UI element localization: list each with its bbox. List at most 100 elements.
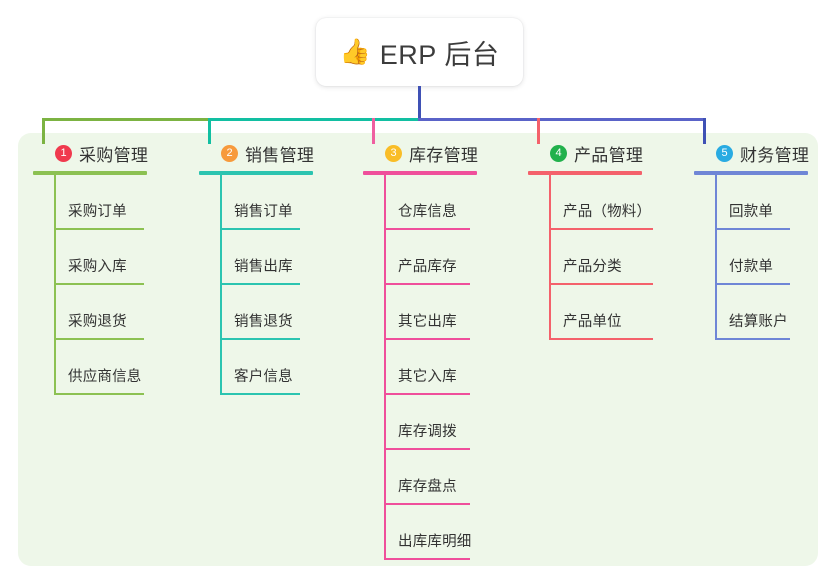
column-badge-1: 1 (55, 144, 72, 162)
menu-item-label: 客户信息 (234, 369, 293, 385)
menu-item-label: 采购入库 (68, 259, 127, 275)
column-header-3[interactable]: 3 库存管理 (363, 140, 479, 166)
menu-item[interactable]: 结算账户 (694, 285, 808, 340)
column-header-rule-5 (694, 171, 808, 175)
menu-item-rule (384, 393, 470, 395)
column-header-rule-3 (363, 171, 477, 175)
menu-item-label: 销售出库 (234, 259, 293, 275)
column-items-5: 回款单付款单结算账户 (694, 175, 808, 340)
menu-item[interactable]: 销售退货 (199, 285, 313, 340)
menu-item[interactable]: 采购入库 (33, 230, 147, 285)
bus-segment-teal (208, 118, 421, 121)
menu-item-label: 其它入库 (398, 369, 457, 385)
menu-item-rule (220, 338, 300, 340)
column-badge-4: 4 (550, 144, 567, 162)
column-spine-2 (220, 175, 222, 395)
column-3: 3 库存管理仓库信息产品库存其它出库其它入库库存调拨库存盘点出库库明细 (363, 140, 479, 560)
menu-item[interactable]: 供应商信息 (33, 340, 147, 395)
menu-item-rule (384, 283, 470, 285)
column-header-5[interactable]: 5 财务管理 (694, 140, 810, 166)
menu-item[interactable]: 产品库存 (363, 230, 477, 285)
column-5: 5 财务管理回款单付款单结算账户 (694, 140, 810, 340)
connector-drop-3 (372, 118, 375, 144)
column-spine-5 (715, 175, 717, 340)
connector-drop-1 (42, 118, 45, 144)
menu-item-label: 采购退货 (68, 314, 127, 330)
menu-item[interactable]: 产品（物料） (528, 175, 653, 230)
menu-item[interactable]: 回款单 (694, 175, 808, 230)
menu-item-label: 采购订单 (68, 204, 127, 220)
menu-item-label: 库存盘点 (398, 479, 457, 495)
column-2: 2 销售管理销售订单销售出库销售退货客户信息 (199, 140, 315, 395)
menu-item[interactable]: 付款单 (694, 230, 808, 285)
column-header-rule-2 (199, 171, 313, 175)
menu-item-label: 产品分类 (563, 259, 622, 275)
column-title-3: 库存管理 (409, 145, 479, 165)
column-title-2: 销售管理 (245, 145, 315, 165)
menu-item-rule (220, 283, 300, 285)
menu-item-rule (54, 338, 144, 340)
menu-item[interactable]: 采购退货 (33, 285, 147, 340)
column-title-4: 产品管理 (574, 145, 644, 165)
root-stem (418, 86, 421, 121)
menu-item-rule (549, 338, 653, 340)
column-spine-4 (549, 175, 551, 340)
diagram-panel (18, 133, 818, 566)
menu-item[interactable]: 产品单位 (528, 285, 653, 340)
column-badge-3: 3 (385, 144, 402, 162)
menu-item-rule (384, 338, 470, 340)
menu-item-rule (549, 283, 653, 285)
column-header-2[interactable]: 2 销售管理 (199, 140, 315, 166)
connector-drop-2 (208, 118, 211, 144)
column-header-4[interactable]: 4 产品管理 (528, 140, 653, 166)
menu-item-label: 仓库信息 (398, 204, 457, 220)
column-1: 1 采购管理采购订单采购入库采购退货供应商信息 (33, 140, 149, 395)
menu-item-rule (54, 228, 144, 230)
connector-drop-5 (703, 118, 706, 144)
menu-item[interactable]: 采购订单 (33, 175, 147, 230)
menu-item[interactable]: 其它入库 (363, 340, 477, 395)
menu-item-label: 产品（物料） (563, 204, 652, 220)
menu-item-rule (715, 228, 790, 230)
column-header-rule-4 (528, 171, 642, 175)
menu-item-rule (384, 448, 470, 450)
menu-item-label: 库存调拨 (398, 424, 457, 440)
column-4: 4 产品管理产品（物料） 产品分类产品单位 (528, 140, 653, 340)
column-badge-5: 5 (716, 144, 733, 162)
column-header-1[interactable]: 1 采购管理 (33, 140, 149, 166)
menu-item-label: 销售订单 (234, 204, 293, 220)
menu-item-rule (384, 228, 470, 230)
menu-item-label: 销售退货 (234, 314, 293, 330)
menu-item-label: 回款单 (729, 204, 774, 220)
menu-item[interactable]: 产品分类 (528, 230, 653, 285)
menu-item[interactable]: 仓库信息 (363, 175, 477, 230)
menu-item-rule (715, 283, 790, 285)
menu-item-rule (384, 558, 470, 560)
root-node[interactable]: 👍 ERP 后台 (316, 18, 523, 86)
menu-item-rule (715, 338, 790, 340)
column-items-1: 采购订单采购入库采购退货供应商信息 (33, 175, 147, 395)
menu-item[interactable]: 库存盘点 (363, 450, 477, 505)
menu-item[interactable]: 其它出库 (363, 285, 477, 340)
root-title: ERP 后台 (379, 39, 500, 70)
bus-segment-blue (418, 118, 706, 121)
thumbs-up-icon: 👍 (339, 37, 371, 66)
connector-drop-4 (537, 118, 540, 144)
menu-item-label: 供应商信息 (68, 369, 142, 385)
menu-item[interactable]: 销售订单 (199, 175, 313, 230)
menu-item[interactable]: 客户信息 (199, 340, 313, 395)
column-title-1: 采购管理 (79, 145, 149, 165)
menu-item-rule (54, 393, 144, 395)
menu-item-rule (220, 393, 300, 395)
menu-item[interactable]: 出库库明细 (363, 505, 477, 560)
menu-item-label: 付款单 (729, 259, 774, 275)
column-spine-3 (384, 175, 386, 560)
menu-item-rule (54, 283, 144, 285)
column-title-5: 财务管理 (740, 145, 810, 165)
column-items-3: 仓库信息产品库存其它出库其它入库库存调拨库存盘点出库库明细 (363, 175, 477, 560)
menu-item-rule (549, 228, 653, 230)
menu-item[interactable]: 库存调拨 (363, 395, 477, 450)
menu-item-label: 产品单位 (563, 314, 622, 330)
menu-item[interactable]: 销售出库 (199, 230, 313, 285)
column-badge-2: 2 (221, 144, 238, 162)
